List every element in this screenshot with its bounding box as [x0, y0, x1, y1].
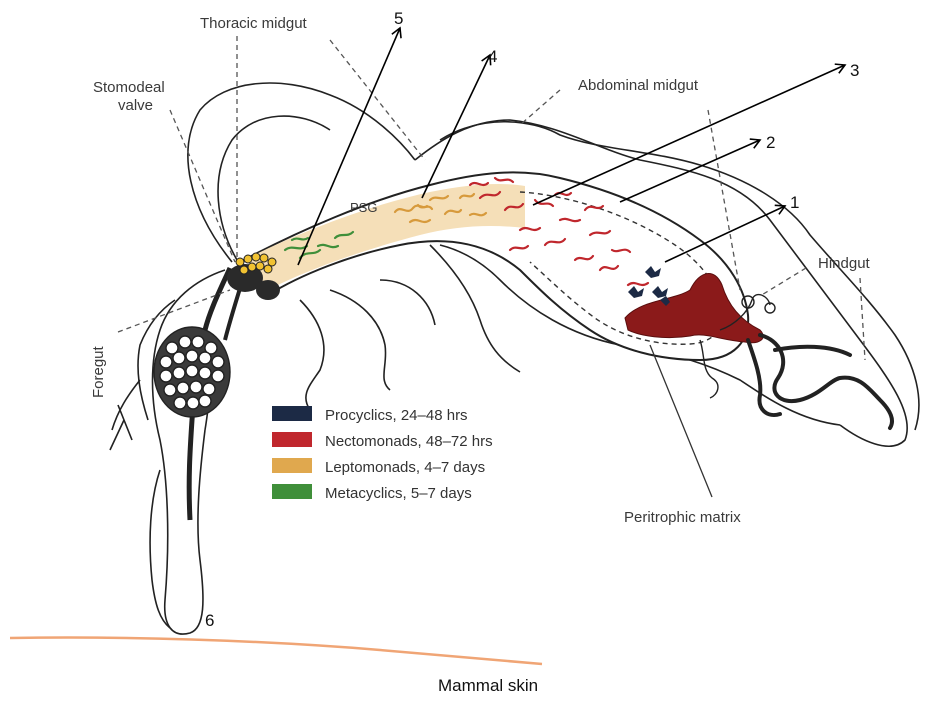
abdominal-midgut-label: Abdominal midgut — [578, 77, 699, 94]
number-3: 3 — [850, 61, 859, 80]
peritrophic-pointer — [650, 345, 712, 497]
hindgut-label: Hindgut — [818, 255, 871, 272]
salivary-gland — [154, 327, 230, 417]
number-5: 5 — [394, 9, 403, 28]
mammal-skin-line — [10, 638, 542, 665]
mammal-skin-label: Mammal skin — [438, 676, 538, 695]
number-1: 1 — [790, 193, 799, 212]
legend-label-leptomonads: Leptomonads, 4–7 days — [325, 459, 485, 476]
foregut-label: Foregut — [90, 345, 107, 398]
hindgut-tubes — [748, 335, 892, 428]
legend-label-metacyclics: Metacyclics, 5–7 days — [325, 485, 472, 502]
legend-swatch-procyclics — [272, 406, 312, 421]
legend-swatch-metacyclics — [272, 484, 312, 499]
legend-swatch-nectomonads — [272, 432, 312, 447]
stomodeal-valve-label-line1: Stomodeal — [93, 79, 165, 96]
legend-swatch-leptomonads — [272, 458, 312, 473]
legend: Procyclics, 24–48 hrs Nectomonads, 48–72… — [272, 406, 493, 502]
legend-label-procyclics: Procyclics, 24–48 hrs — [325, 407, 468, 424]
peritrophic-matrix-label: Peritrophic matrix — [624, 509, 741, 526]
number-4: 4 — [488, 47, 497, 66]
stomodeal-valve-label-line2: valve — [118, 97, 153, 114]
foregut-structures — [154, 253, 280, 520]
number-6: 6 — [205, 611, 214, 630]
legend-label-nectomonads: Nectomonads, 48–72 hrs — [325, 433, 493, 450]
thoracic-midgut-label: Thoracic midgut — [200, 15, 308, 32]
sandfly-body — [110, 83, 919, 634]
psg-label: PSG — [350, 200, 377, 215]
number-2: 2 — [766, 133, 775, 152]
